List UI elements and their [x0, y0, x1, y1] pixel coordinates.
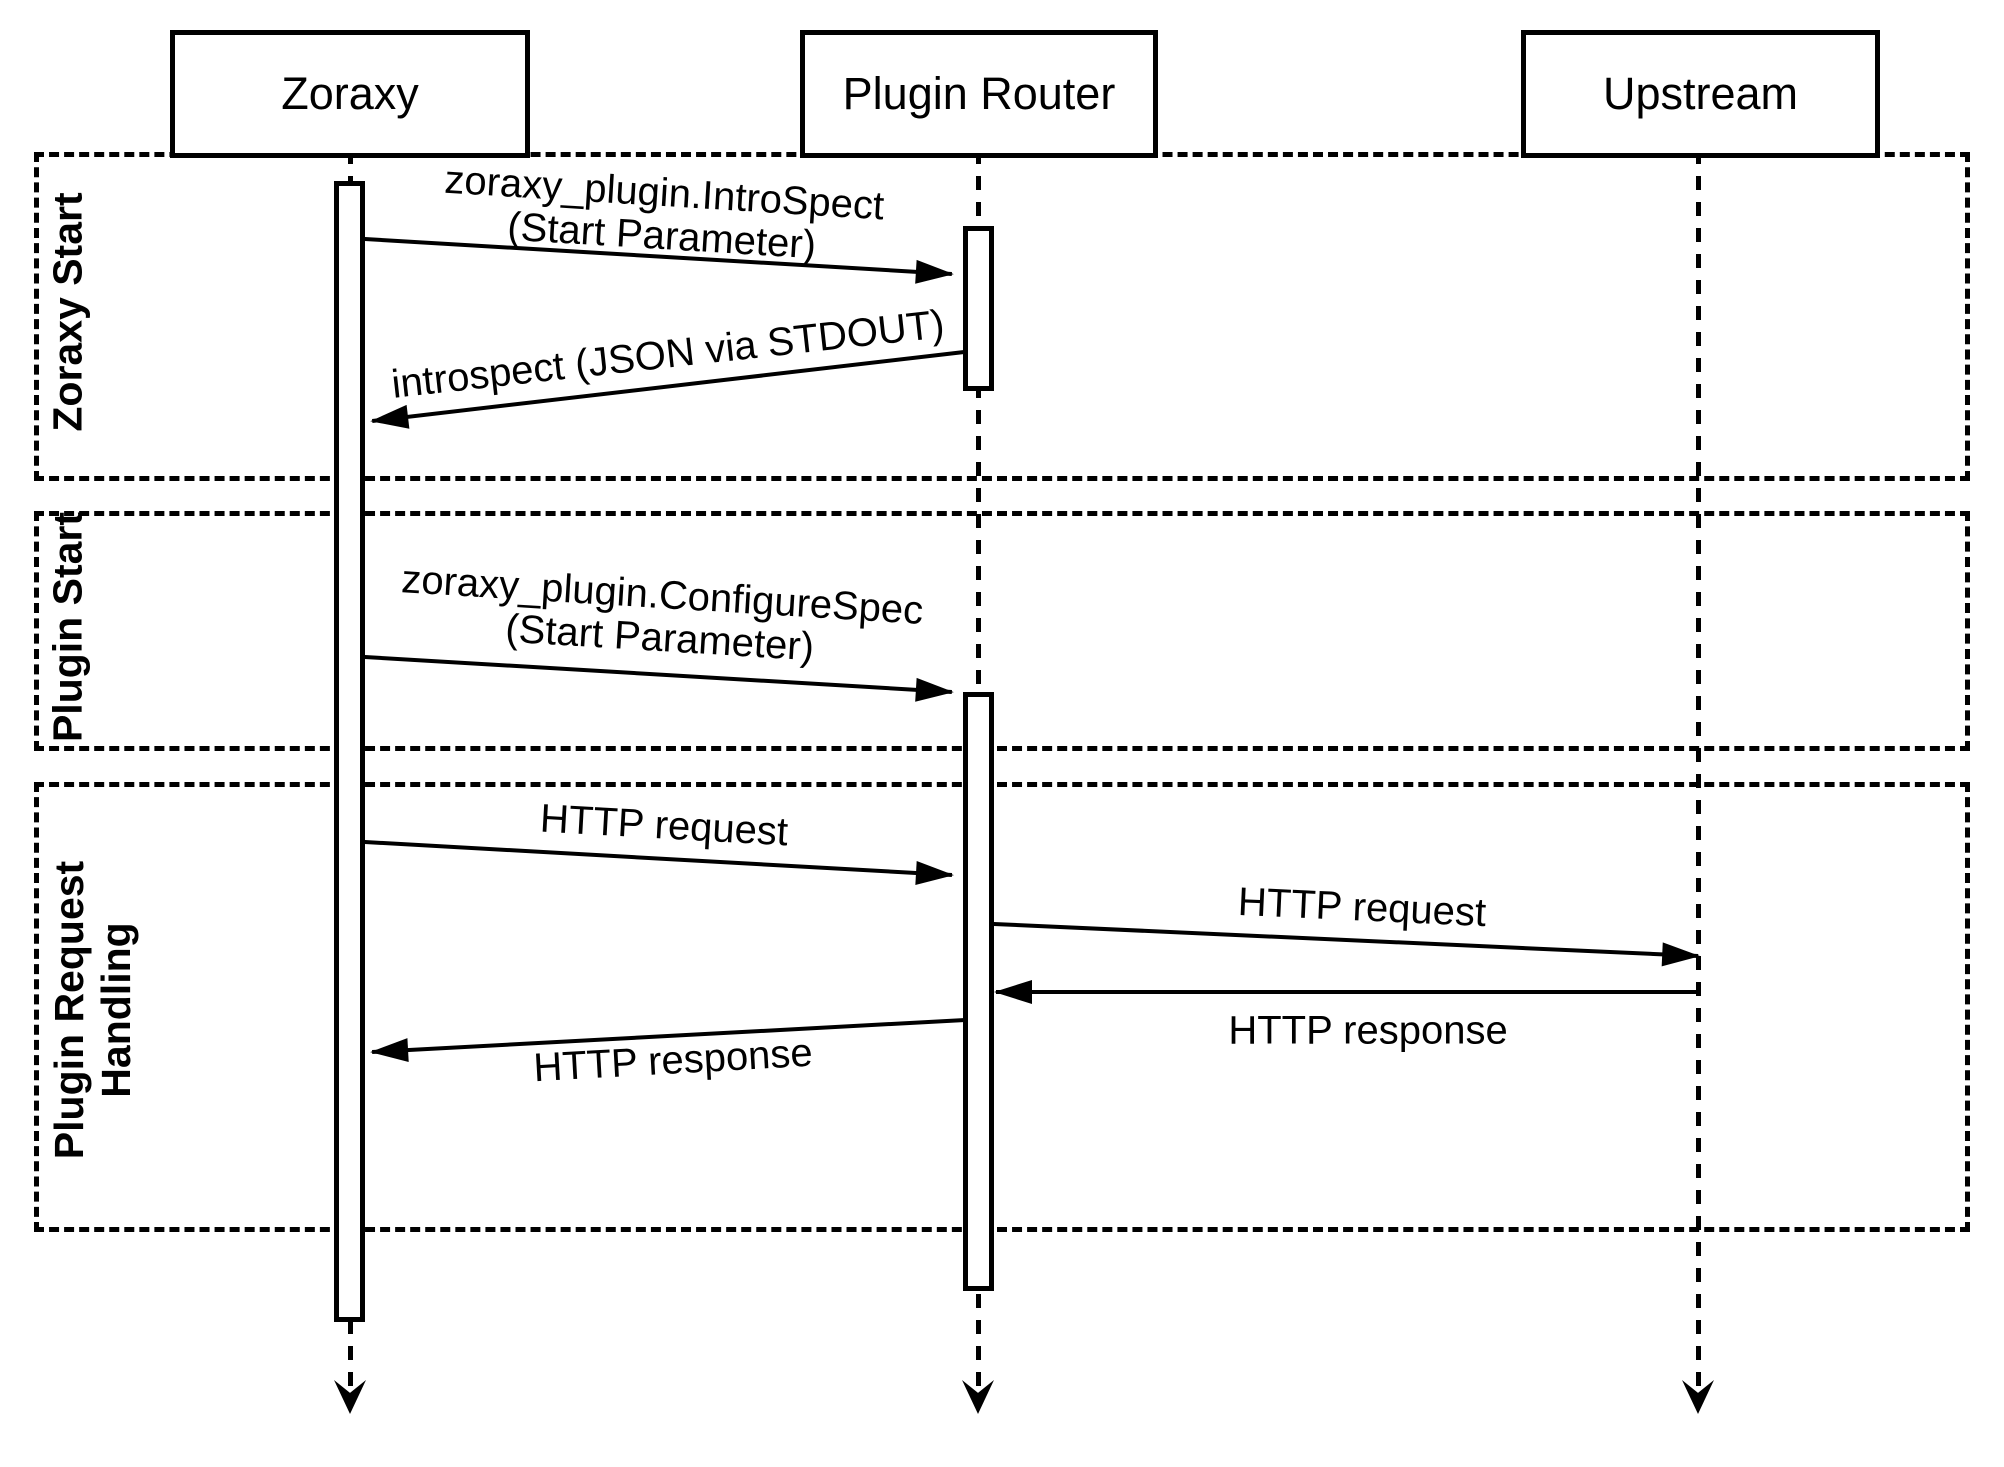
frame-label-zoraxy-start: Zoraxy Start: [44, 192, 91, 432]
frame-zoraxy-start: [34, 152, 1970, 481]
actor-box-plugin-router: Plugin Router: [800, 30, 1158, 158]
arrowhead-right-icon: [915, 861, 955, 888]
frame-label-line1: Plugin Request: [46, 860, 92, 1160]
frame-label-plugin-start: Plugin Start: [44, 511, 91, 743]
arrowhead-right-icon: [915, 259, 955, 287]
message-label-http-response-1: HTTP response: [1228, 1008, 1508, 1053]
actor-box-zoraxy: Zoraxy: [170, 30, 530, 158]
actor-label-zoraxy: Zoraxy: [281, 68, 419, 119]
actor-box-upstream: Upstream: [1521, 30, 1880, 158]
activation-bar-plugin-router-1: [963, 226, 994, 391]
activation-bar-zoraxy: [334, 181, 365, 1322]
activation-bar-plugin-router-2: [963, 692, 994, 1291]
arrowhead-right-icon: [915, 677, 955, 705]
arrowhead-left-icon: [994, 980, 1032, 1004]
arrowhead-left-icon: [369, 1038, 409, 1065]
frame-plugin-request-handling: [34, 782, 1970, 1232]
frame-plugin-start: [34, 511, 1970, 751]
actor-label-plugin-router: Plugin Router: [842, 68, 1116, 119]
arrowhead-right-icon: [1661, 942, 1701, 969]
frame-label-plugin-request-handling: Plugin Request Handling: [46, 861, 140, 1159]
frame-label-line2: Handling: [93, 922, 139, 1098]
message-arrow-http-response-upstream-plugin: [994, 980, 1698, 1004]
arrowhead-left-icon: [368, 404, 410, 434]
actor-label-upstream: Upstream: [1602, 68, 1799, 119]
lifeline-upstream: [1696, 150, 1701, 1390]
